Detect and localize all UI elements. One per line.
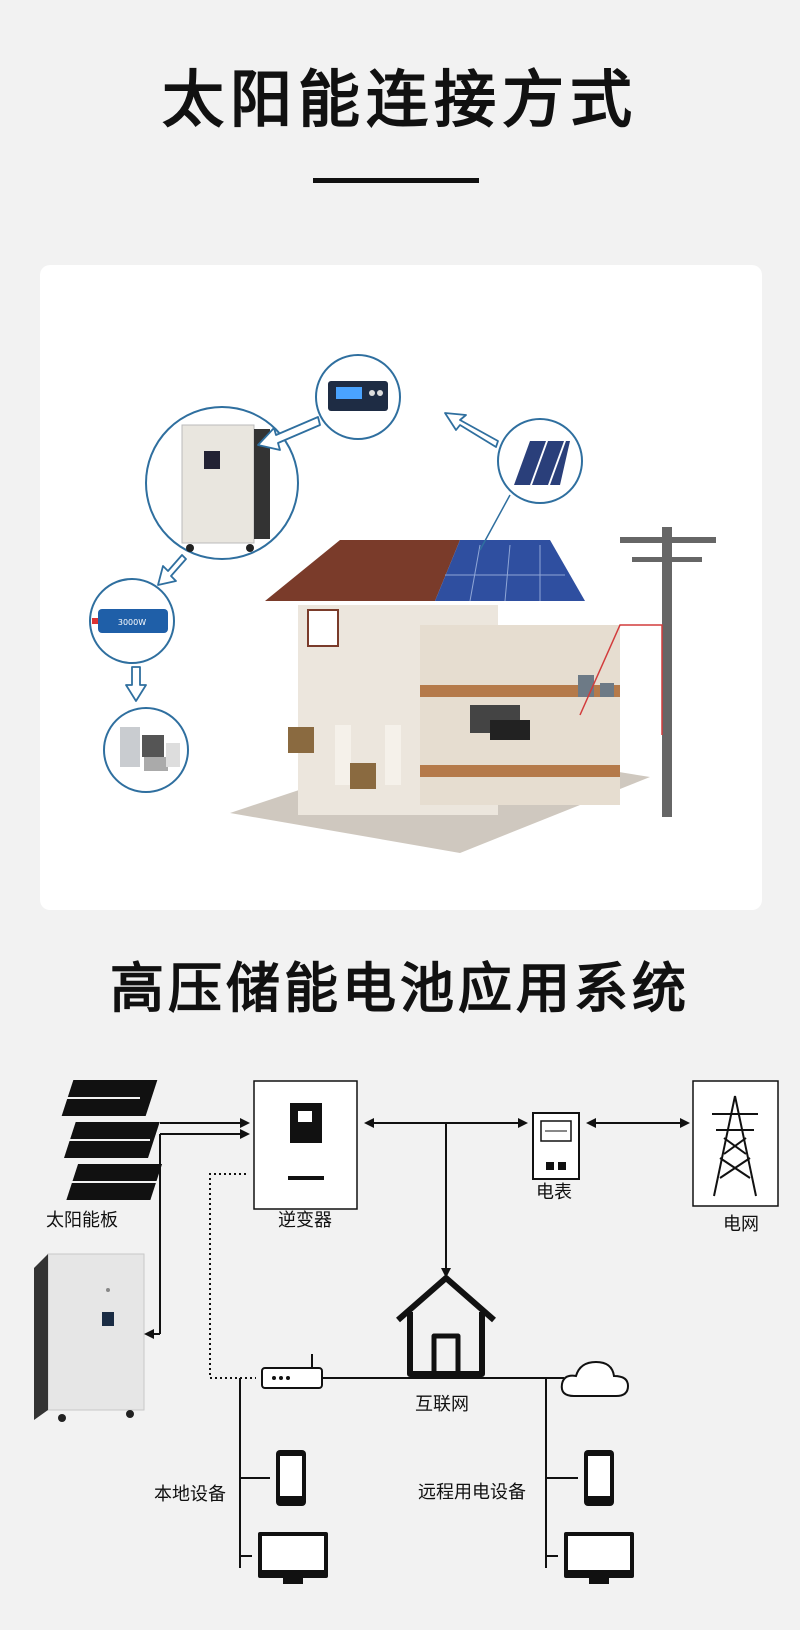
inverter-rating-label: 3000W: [118, 618, 146, 627]
remote-phone-icon: [584, 1450, 614, 1506]
grid-label: 电网: [723, 1214, 759, 1235]
title-underline: [313, 178, 479, 183]
remote-devices-label: 远程用电设备: [418, 1482, 526, 1503]
solar-panels-icon: [38, 1080, 163, 1200]
section-title-solar-connection: 太阳能连接方式: [161, 63, 638, 136]
arrow-controller-to-battery: [257, 416, 321, 451]
arrow-panel-to-controller: [444, 412, 499, 448]
battery-cabinet-icon: [34, 1253, 145, 1422]
communication-line: [209, 1173, 256, 1379]
local-monitor-icon: [258, 1532, 328, 1584]
house-icon: [396, 1275, 496, 1377]
arrowheads: [144, 1118, 690, 1339]
section-title-hv-storage-system: 高压储能电池应用系统: [110, 957, 690, 1020]
battery-circle: [145, 406, 299, 560]
storage-system-diagram: [34, 1080, 779, 1584]
meter-label: 电表: [536, 1182, 572, 1203]
router-icon: [261, 1354, 323, 1389]
solar-panel-label: 太阳能板: [46, 1210, 118, 1231]
solar-panel-circle: [497, 418, 583, 504]
appliances-circle: [103, 707, 189, 793]
inverter-circle: [89, 578, 175, 664]
inverter-icon: [253, 1080, 358, 1210]
illustration-card: 3000W: [40, 265, 762, 910]
local-phone-icon: [276, 1450, 306, 1506]
power-grid-icon: [692, 1080, 779, 1207]
battery-cabinet-icon: [181, 424, 270, 552]
local-devices-label: 本地设备: [154, 1484, 226, 1505]
electric-meter-icon: [532, 1112, 580, 1180]
power-pole-icon: [620, 527, 716, 817]
solar-panel-icon: [514, 441, 570, 485]
home-appliances-icon: [120, 727, 180, 771]
arrow-inverter-to-appliances: [125, 666, 147, 702]
arrow-battery-to-inverter: [157, 554, 187, 586]
internet-label: 互联网: [415, 1394, 469, 1415]
inverter-label: 逆变器: [278, 1210, 332, 1231]
inverter-icon: 3000W: [92, 609, 168, 633]
solar-house-illustration: 3000W: [89, 354, 716, 853]
charge-controller-icon: [328, 381, 388, 411]
charge-controller-circle: [315, 354, 401, 440]
cloud-icon: [560, 1360, 630, 1397]
house-cutaway-icon: [230, 540, 663, 853]
remote-monitor-icon: [564, 1532, 634, 1584]
connection-lines: [150, 1122, 684, 1568]
